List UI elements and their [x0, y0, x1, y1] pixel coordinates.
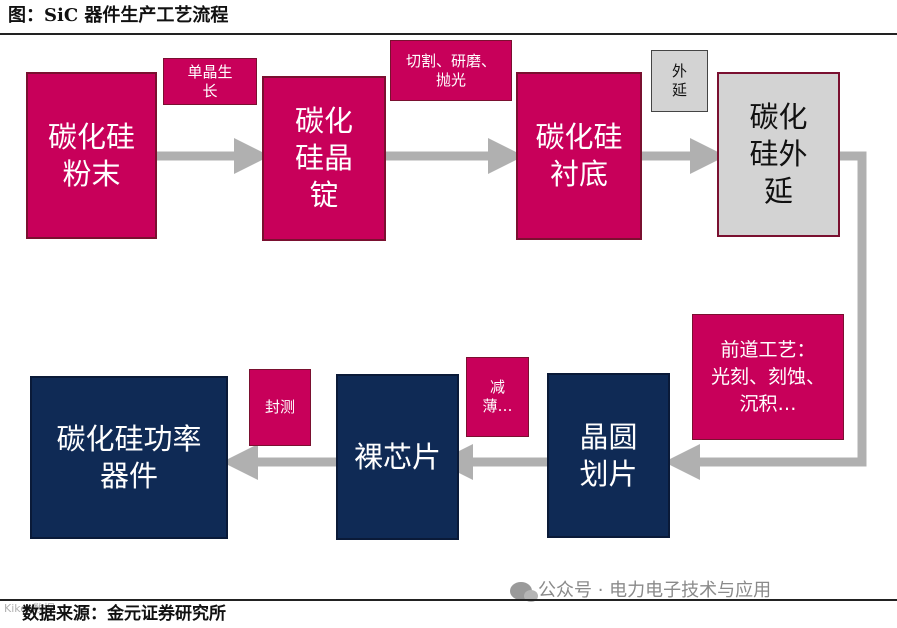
label-epitaxy: 外 延 [651, 50, 708, 112]
label-crystal-growth: 单晶生 长 [163, 58, 257, 105]
step-sic-powder: 碳化硅 粉末 [26, 72, 157, 239]
bottom-rule [0, 599, 897, 601]
step-bare-die: 裸芯片 [336, 374, 459, 540]
label-cut-grind-polish: 切割、研磨、 抛光 [390, 40, 512, 101]
step-sic-ingot: 碳化 硅晶 锭 [262, 76, 386, 241]
figure-title: 图：SiC 器件生产工艺流程 [8, 5, 229, 26]
label-thinning: 减 薄… [466, 357, 529, 437]
arrow-epitaxy-to-dicing [664, 151, 867, 480]
step-sic-epitaxy: 碳化 硅外 延 [717, 72, 840, 237]
source-note: 数据来源：金元证券研究所 [22, 604, 226, 624]
label-front-end-process: 前道工艺： 光刻、刻蚀、 沉积… [692, 314, 844, 440]
wechat-icon [510, 582, 538, 602]
label-package-test: 封测 [249, 369, 311, 446]
step-sic-substrate: 碳化硅 衬底 [516, 72, 642, 240]
step-sic-power-device: 碳化硅功率 器件 [30, 376, 228, 539]
watermark-text: 公众号 · 电力电子技术与应用 [538, 580, 772, 601]
corner-watermark: Kikes数据 [4, 602, 55, 615]
step-wafer-dicing: 晶圆 划片 [547, 373, 670, 538]
top-rule [0, 33, 897, 35]
